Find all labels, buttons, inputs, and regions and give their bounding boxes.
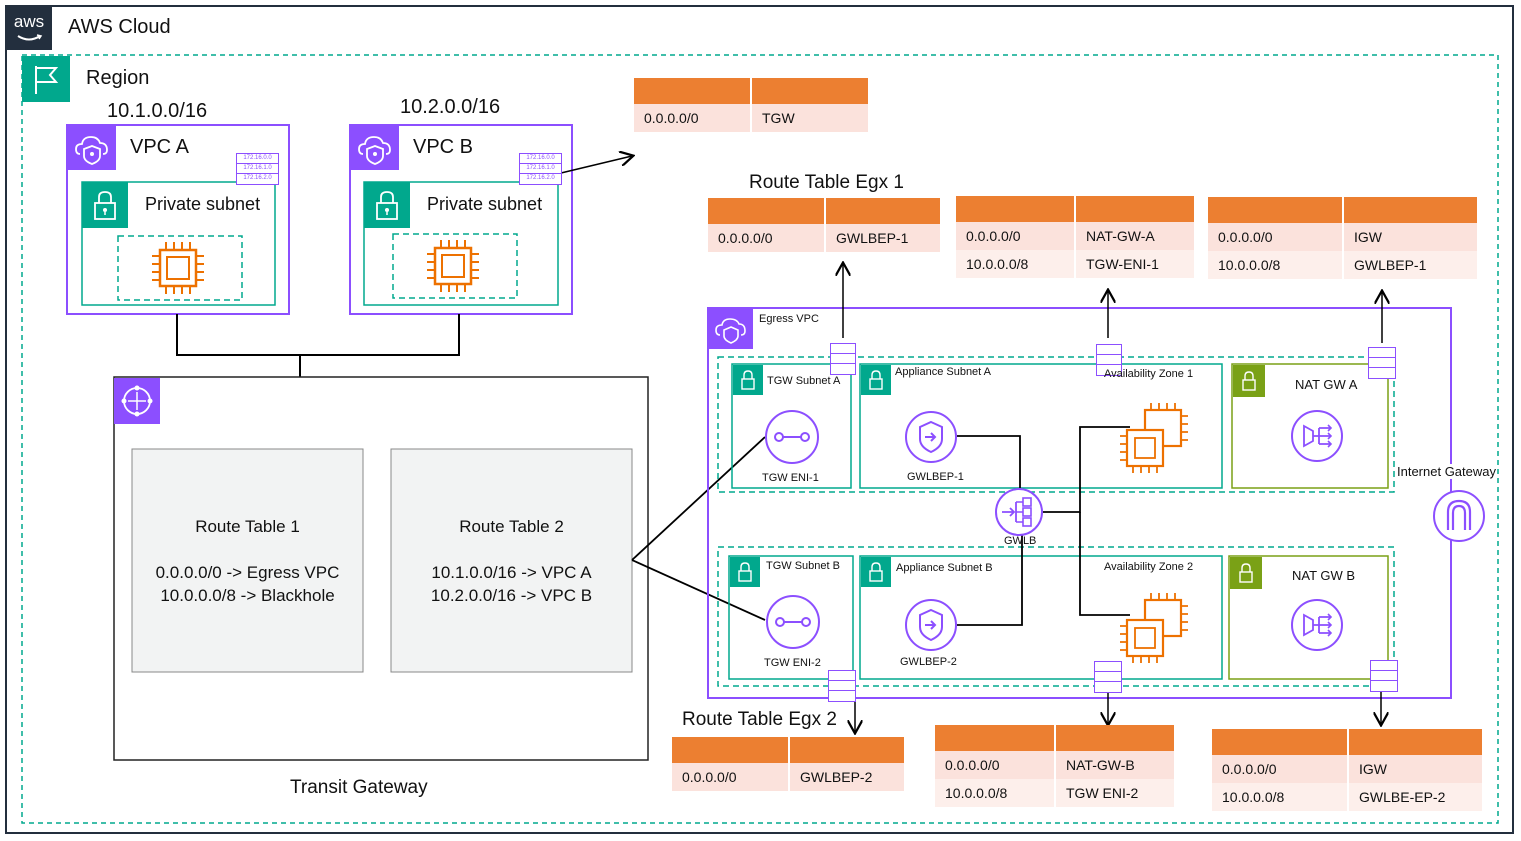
ec2-instance-icon	[427, 240, 479, 292]
gwlbep-2-label: GWLBEP-2	[900, 656, 957, 668]
cidr-block-icon	[830, 343, 856, 375]
tgw-subnet-b-label: TGW Subnet B	[766, 560, 840, 572]
transit-gateway-icon	[114, 378, 160, 424]
tgw-eni-icon	[765, 410, 819, 464]
aws-logo-icon: aws	[6, 6, 52, 50]
lock-icon	[1233, 365, 1265, 397]
internet-gateway-label: Internet Gateway	[1397, 464, 1496, 479]
nat-gw-a-label: NAT GW A	[1295, 377, 1358, 392]
aws-cloud-border	[5, 5, 1514, 834]
route-table-1-route: 10.0.0.0/8 -> Blackhole	[160, 586, 335, 605]
vpc-b-border	[349, 124, 573, 315]
gwlb-label: GWLB	[1004, 535, 1037, 547]
lock-icon	[82, 182, 128, 228]
route-table-egx2-title: Route Table Egx 2	[682, 709, 837, 730]
tgw-subnet-a-label: TGW Subnet A	[767, 375, 841, 387]
ec2-instance-icon	[152, 242, 204, 294]
vpc-a-label: VPC A	[130, 136, 189, 158]
cidr-block-icon	[828, 670, 856, 702]
region-border	[21, 54, 1499, 824]
vpc-b-subnet-border	[363, 181, 559, 306]
ec2-instances-icon	[1120, 403, 1188, 473]
az1-label: Availability Zone 1	[1104, 368, 1194, 380]
route-table-2-route: 10.1.0.0/16 -> VPC A	[431, 563, 592, 582]
vpc-a-cidr: 10.1.0.0/16	[107, 100, 208, 122]
vpc-b-subnet-label: Private subnet	[427, 194, 543, 214]
lock-icon	[1230, 557, 1262, 589]
gwlb-endpoint-icon	[905, 599, 957, 651]
vpc-a-subnet-border	[81, 181, 276, 306]
gwlbep-1-label: GWLBEP-1	[907, 471, 964, 483]
route-table-2-title: Route Table 2	[459, 517, 564, 536]
vpc-b-cidr: 10.2.0.0/16	[400, 96, 501, 118]
route-table-1-box	[131, 448, 364, 673]
aws-cloud-label: AWS Cloud	[68, 16, 171, 38]
appliance-subnet-b-label: Appliance Subnet B	[896, 562, 993, 574]
vpc-cloud-icon	[709, 309, 753, 349]
vpc-a-subnet-label: Private subnet	[145, 194, 261, 214]
tgw-eni-1-label: TGW ENI-1	[762, 472, 819, 484]
nat-gw-b-label: NAT GW B	[1292, 568, 1356, 583]
gwlb-icon	[995, 488, 1043, 536]
internet-gateway-icon	[1433, 490, 1485, 542]
vpc-b-label: VPC B	[413, 136, 474, 158]
route-table-egx1-title: Route Table Egx 1	[749, 172, 904, 193]
nat-gateway-icon	[1291, 599, 1343, 651]
cidr-block-icon	[1368, 347, 1396, 379]
egress-vpc-label: Egress VPC	[759, 313, 819, 325]
lock-icon	[861, 365, 891, 395]
route-table-1-route: 0.0.0.0/0 -> Egress VPC	[155, 563, 340, 582]
route-table-2-box	[390, 448, 633, 673]
nat-gateway-icon	[1291, 410, 1343, 462]
gwlb-endpoint-icon	[905, 411, 957, 463]
az2-label: Availability Zone 2	[1104, 561, 1194, 573]
appliance-subnet-a-label: Appliance Subnet A	[895, 366, 992, 378]
cidr-block-icon	[1094, 661, 1122, 693]
lock-icon	[364, 182, 410, 228]
route-table-2-route: 10.2.0.0/16 -> VPC B	[430, 586, 593, 605]
transit-gateway-label: Transit Gateway	[290, 777, 428, 798]
lock-icon	[733, 365, 763, 395]
lock-icon	[861, 557, 891, 587]
route-table-1-title: Route Table 1	[195, 517, 300, 536]
az2-border	[717, 546, 1395, 687]
cidr-block-icon	[1096, 344, 1122, 376]
vpc-cloud-icon	[68, 126, 116, 170]
lock-icon	[730, 557, 760, 587]
cidr-block-icon	[1370, 660, 1398, 692]
tgw-eni-2-label: TGW ENI-2	[764, 657, 821, 669]
ec2-instances-icon	[1120, 593, 1188, 663]
tgw-eni-icon	[766, 595, 820, 649]
vpc-cloud-icon	[351, 126, 399, 170]
region-flag-icon	[22, 56, 70, 102]
az1-border	[717, 356, 1395, 493]
region-label: Region	[86, 67, 150, 89]
